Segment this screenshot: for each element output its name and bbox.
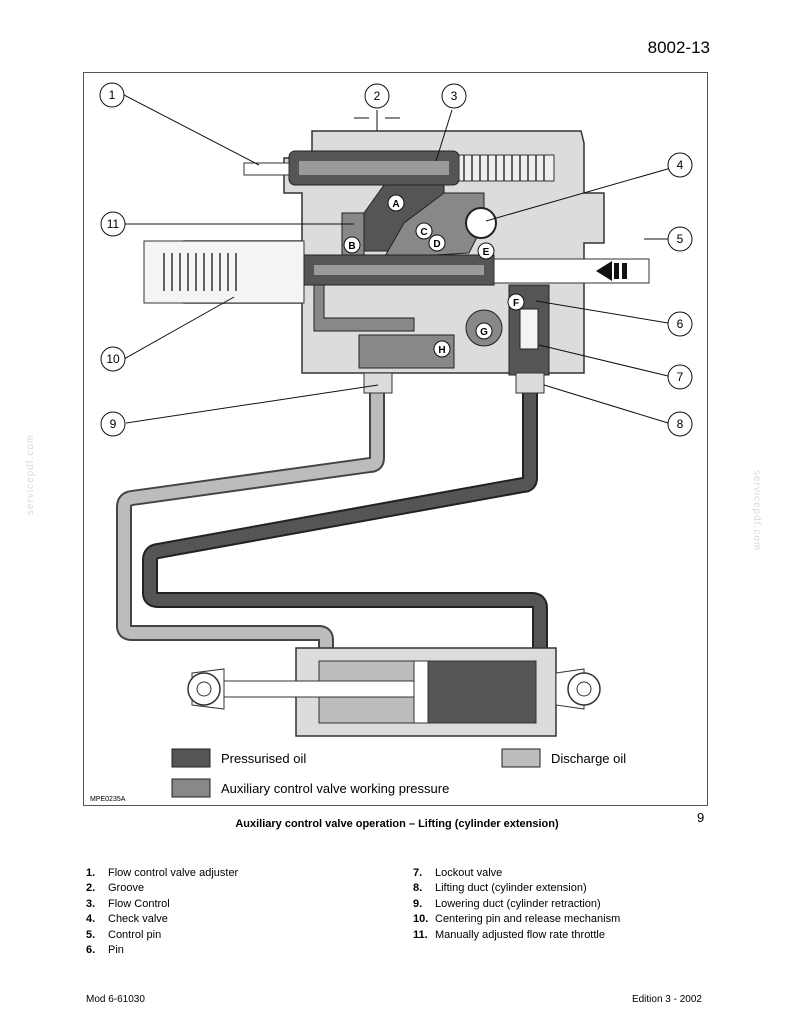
- callout-6: 6: [667, 311, 693, 337]
- svg-text:11: 11: [107, 217, 120, 231]
- svg-text:C: C: [420, 227, 427, 238]
- diagram-reference: MPE0235A: [90, 796, 126, 803]
- svg-text:A: A: [392, 199, 399, 210]
- leader-lines: [123, 94, 679, 424]
- svg-text:1: 1: [109, 88, 116, 102]
- adjuster-knob: [243, 162, 290, 176]
- part-item: 2.Groove: [86, 882, 145, 895]
- chamber-a: A: [387, 194, 405, 212]
- valve-diagram: 1 2 3 4 5 6 7 8 9 10 11 A B C D E F G H …: [90, 82, 693, 803]
- legend-label-pressurised: Pressurised oil: [221, 751, 306, 766]
- svg-text:8: 8: [677, 417, 684, 431]
- callout-3: 3: [441, 83, 467, 109]
- piston-rod: [223, 680, 415, 698]
- check-valve-ball: [465, 207, 497, 239]
- part-item: 4.Check valve: [86, 913, 168, 926]
- footer-edition: Edition 3 - 2002: [631, 994, 702, 1005]
- part-item: 6.Pin: [86, 944, 124, 957]
- part-item: 10.Centering pin and release mechanism: [413, 913, 621, 926]
- part-item: 9.Lowering duct (cylinder retraction): [413, 897, 601, 910]
- legend-swatch-working: [171, 778, 211, 798]
- callout-8: 8: [667, 411, 693, 437]
- parts-list-left: 1.Flow control valve adjuster 2.Groove 3…: [86, 866, 238, 958]
- svg-text:G: G: [480, 327, 488, 338]
- footer-model: Mod 6-61030: [86, 994, 145, 1005]
- chamber-labels: A B C D E F G H: [343, 194, 525, 358]
- svg-text:H: H: [438, 345, 445, 356]
- legend-label-discharge: Discharge oil: [551, 751, 626, 766]
- callout-1: 1: [99, 82, 125, 108]
- part-item: 11.Manually adjusted flow rate throttle: [413, 928, 605, 941]
- svg-text:5: 5: [677, 232, 684, 246]
- svg-text:E: E: [483, 247, 490, 258]
- part-item: 3.Flow Control: [86, 897, 170, 910]
- svg-text:6: 6: [677, 317, 684, 331]
- chamber-h: H: [433, 340, 451, 358]
- piston: [413, 660, 429, 724]
- part-item: 5.Control pin: [86, 928, 162, 941]
- chamber-d: D: [428, 234, 446, 252]
- chamber-e: E: [477, 242, 495, 260]
- centering-housing: [143, 240, 305, 304]
- parts-list-right: 7.Lockout valve 8.Lifting duct (cylinder…: [413, 866, 620, 943]
- chamber-g: G: [475, 322, 493, 340]
- svg-text:10: 10: [106, 352, 120, 366]
- figure-frame: 1 2 3 4 5 6 7 8 9 10 11 A B C D E F G H …: [83, 72, 708, 806]
- chamber-f: F: [507, 293, 525, 311]
- legend-label-working: Auxiliary control valve working pressure: [221, 781, 449, 796]
- figure-caption: Auxiliary control valve operation – Lift…: [235, 818, 559, 830]
- chamber-b: B: [343, 236, 361, 254]
- svg-text:F: F: [513, 298, 519, 309]
- callout-5: 5: [667, 226, 693, 252]
- callout-7: 7: [667, 364, 693, 390]
- legend-swatch-discharge: [501, 748, 541, 768]
- part-item: 8.Lifting duct (cylinder extension): [413, 882, 587, 895]
- watermark-right: servicepdf.com: [751, 470, 762, 552]
- svg-text:B: B: [348, 241, 355, 252]
- svg-text:D: D: [433, 239, 440, 250]
- spring-lower: [163, 253, 237, 291]
- callout-2: 2: [364, 83, 390, 109]
- callout-4: 4: [667, 152, 693, 178]
- svg-text:9: 9: [110, 417, 117, 431]
- part-item: 1.Flow control valve adjuster: [86, 867, 239, 879]
- svg-text:4: 4: [677, 158, 684, 172]
- svg-text:2: 2: [374, 89, 381, 103]
- callout-10: 10: [100, 346, 126, 372]
- svg-text:7: 7: [677, 370, 684, 384]
- callout-circles: 1 2 3 4 5 6 7 8 9 10 11: [99, 82, 693, 437]
- callout-11: 11: [100, 211, 126, 237]
- chamber-c: C: [415, 222, 433, 240]
- legend-swatch-pressurised: [171, 748, 211, 768]
- callout-9: 9: [100, 411, 126, 437]
- svg-text:3: 3: [451, 89, 458, 103]
- part-item: 7.Lockout valve: [413, 867, 503, 879]
- spring-upper: [463, 155, 545, 181]
- page-number: 8002-13: [647, 38, 710, 57]
- watermark-left: servicepdf.com: [25, 433, 36, 515]
- figure-number: 9: [697, 810, 705, 825]
